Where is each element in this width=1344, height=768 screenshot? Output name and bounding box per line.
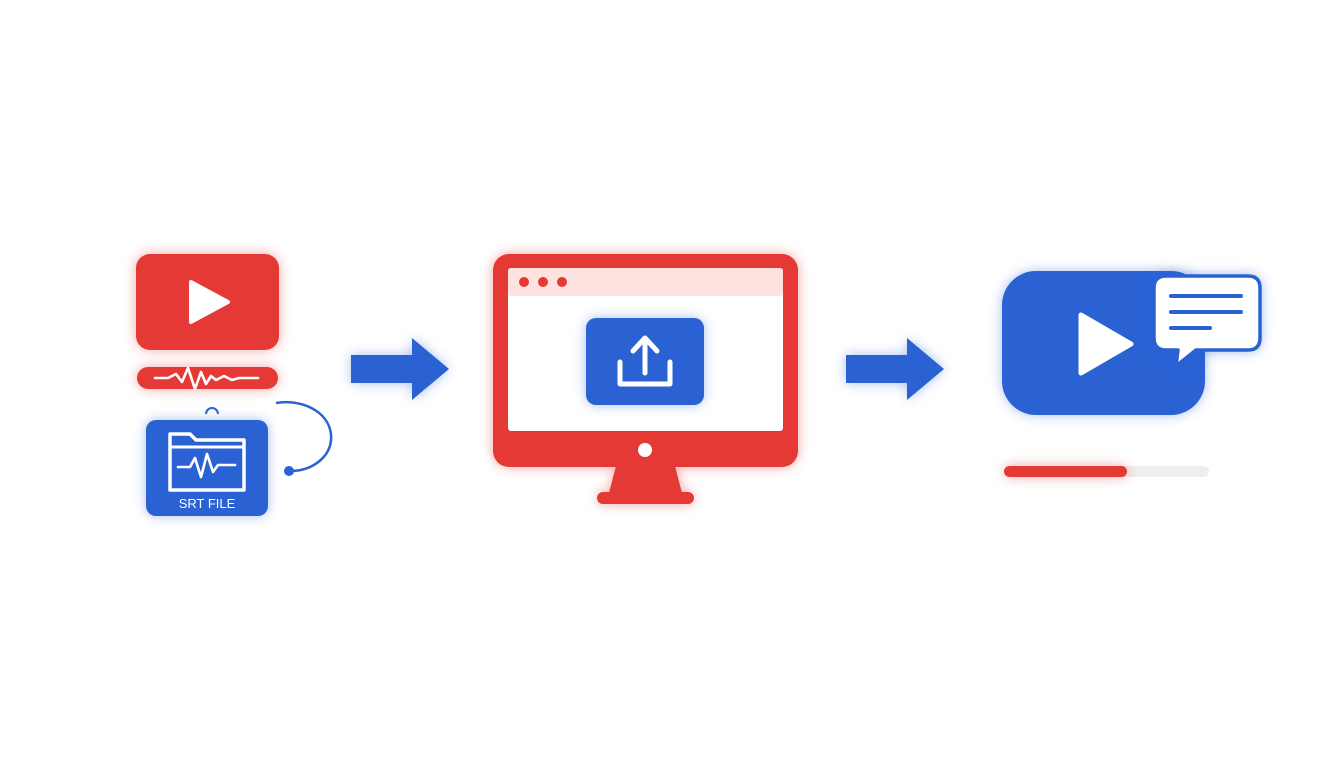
window-dot: [538, 277, 548, 287]
connector-dot: [284, 466, 294, 476]
source-video-tile: [136, 254, 279, 350]
arrow-right-icon: [846, 338, 944, 400]
window-dot: [519, 277, 529, 287]
speech-bubble-icon: [1152, 274, 1262, 368]
srt-file-tile: SRT FILE: [146, 420, 268, 516]
connector-arc-small: [205, 407, 219, 415]
folder-waveform-icon: [168, 432, 246, 492]
step1-source-group: SRT FILE: [136, 254, 333, 516]
power-light: [638, 443, 652, 457]
step3-captioned-video-group: [1002, 271, 1262, 477]
progress-fill: [1004, 466, 1127, 477]
browser-titlebar: [508, 268, 783, 296]
step2-upload-group: [493, 254, 798, 504]
audio-waveform-bar: [137, 366, 278, 391]
play-icon: [189, 280, 230, 324]
arrow-right-icon: [351, 338, 449, 400]
upload-button[interactable]: [586, 318, 704, 405]
window-dot: [557, 277, 567, 287]
upload-icon: [617, 335, 673, 387]
srt-file-label: SRT FILE: [179, 496, 236, 511]
audio-waveform-icon: [153, 366, 260, 391]
play-icon: [1078, 312, 1134, 376]
connector-loop: [275, 400, 333, 473]
